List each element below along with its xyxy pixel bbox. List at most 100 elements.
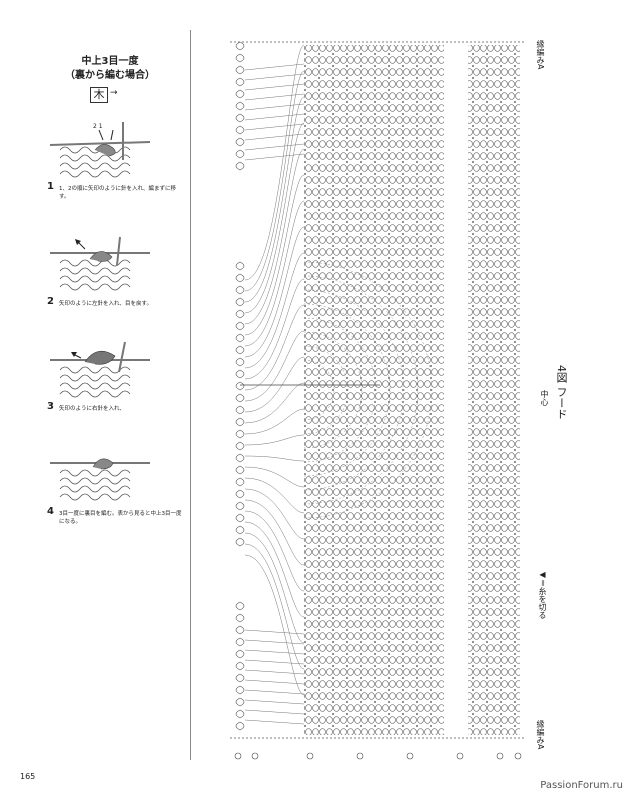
step-3: 3 矢印のように右針を入れ、 (45, 340, 185, 413)
fan-line-4 (244, 148, 305, 325)
edge-cluster-1 (235, 261, 245, 547)
fan-line-8 (244, 252, 305, 369)
top-fan-line-2 (244, 83, 305, 91)
arrow-right-icon: → (110, 88, 118, 98)
fan-line-11 (244, 330, 305, 402)
top-fan-line-4 (244, 103, 305, 111)
step-2-number: 2 (47, 296, 54, 307)
step-2-illustration (50, 236, 150, 291)
step-3-caption: 3 矢印のように右針を入れ、 (45, 401, 185, 413)
step-2-text: 矢印のように左針を入れ、目を戻す。 (59, 301, 153, 307)
step-4: 4 3目一度に裏目を編む。表から見ると中上3目一度になる。 (45, 445, 185, 526)
fan-line-0 (244, 44, 305, 281)
fan-line-6 (244, 200, 305, 347)
fan-line-16 (244, 455, 305, 462)
watermark: PassionForum.ru (540, 780, 623, 791)
bottom-fan-line-8 (244, 709, 305, 715)
step-1-caption: 1 1、2の順に矢印のように針を入れ、編まずに移す。 (45, 181, 185, 201)
fan-line-19 (244, 488, 305, 540)
fan-line-23 (244, 532, 305, 644)
step-1-number: 1 (47, 181, 54, 192)
mesh-panel-border (468, 45, 520, 735)
step-4-caption: 4 3目一度に裏目を編む。表から見ると中上3目一度になる。 (45, 506, 185, 526)
step-2-caption: 2 矢印のように左針を入れ、目を戻す。 (45, 296, 185, 308)
step-1: 2 1 1 1、2の順に矢印のように針を入れ、編まずに移す。 (45, 120, 185, 201)
step-3-text: 矢印のように右針を入れ、 (59, 406, 126, 412)
page-number: 165 (20, 772, 36, 781)
fan-line-7 (244, 226, 305, 358)
center-arc-6 (303, 275, 419, 505)
technique-panel: 中上3目一度 （裏から編む場合） 木 → (40, 55, 180, 105)
bottom-fan-line-2 (244, 649, 305, 655)
bottom-fan-line-5 (244, 679, 305, 685)
top-fan-line-8 (244, 143, 305, 151)
technique-title-line2: （裏から編む場合） (65, 70, 155, 81)
bottom-fan-line-3 (244, 659, 305, 665)
step-4-illustration (50, 458, 150, 501)
fan-line-14 (244, 408, 305, 435)
step-2: 2 矢印のように左針を入れ、目を戻す。 (45, 235, 185, 308)
fan-line-18 (244, 477, 305, 514)
bottom-marker-5 (456, 752, 464, 760)
bottom-fan-line-6 (244, 689, 305, 695)
center-arc-7 (303, 261, 433, 519)
technique-title-line1: 中上3目一度 (81, 56, 139, 67)
fan-line-2 (244, 96, 305, 303)
edge-cluster-2 (235, 601, 245, 731)
border-label-bottom: 縁編みA (536, 720, 545, 750)
bottom-marker-0 (234, 752, 242, 760)
column-divider (190, 30, 191, 760)
bottom-marker-4 (406, 752, 414, 760)
center-arc-0 (303, 359, 335, 421)
chart-body (230, 41, 525, 760)
bottom-marker-3 (356, 752, 364, 760)
fan-line-1 (244, 70, 305, 292)
step-1-illustration: 2 1 (49, 122, 151, 178)
center-mark: 中心 (540, 390, 549, 406)
step-1-text: 1、2の順に矢印のように針を入れ、編まずに移す。 (59, 186, 177, 200)
bottom-marker-7 (514, 752, 522, 760)
bottom-fan-line-4 (244, 669, 305, 675)
fan-line-3 (244, 122, 305, 314)
edge-cluster-0 (235, 41, 245, 171)
cut-thread-note: ◀＝糸を切る (538, 570, 547, 619)
fan-line-20 (244, 499, 305, 566)
step-3-illustration (50, 341, 150, 398)
center-arc-1 (303, 345, 349, 435)
bottom-fan-line-7 (244, 699, 305, 705)
step-3-number: 3 (47, 401, 54, 412)
center-arc-4 (303, 303, 391, 477)
bottom-marker-2 (306, 752, 314, 760)
bottom-marker-6 (496, 752, 504, 760)
top-fan-line-1 (244, 73, 305, 81)
fan-line-13 (244, 382, 305, 424)
top-fan-line-7 (244, 133, 305, 141)
bottom-fan-line-1 (244, 639, 305, 645)
fan-line-21 (244, 510, 305, 592)
center-arc-3 (303, 317, 377, 463)
top-fan-line-0 (244, 63, 305, 71)
fan-line-24 (244, 543, 305, 670)
step-4-number: 4 (47, 506, 54, 517)
fan-line-5 (244, 174, 305, 336)
fan-line-15 (244, 434, 305, 446)
fan-line-22 (244, 521, 305, 618)
top-fan-line-6 (244, 123, 305, 131)
stitch-symbol: 木 → (90, 87, 130, 105)
technique-title: 中上3目一度 （裏から編む場合） (40, 55, 180, 83)
stitch-symbol-glyph: 木 (90, 87, 108, 103)
chart-title: 4図 フード (555, 365, 568, 420)
fan-line-12 (244, 356, 305, 413)
svg-text:2 1: 2 1 (93, 123, 103, 130)
bottom-marker-1 (251, 752, 259, 760)
crochet-chart (230, 41, 525, 760)
fan-line-25 (244, 554, 305, 696)
mesh-panel-main (304, 45, 444, 735)
border-label-top: 縁編みA (536, 40, 545, 70)
top-fan-line-3 (244, 93, 305, 101)
center-arc-5 (303, 289, 405, 491)
fan-line-17 (244, 466, 305, 488)
step-4-text: 3目一度に裏目を編む。表から見ると中上3目一度になる。 (59, 511, 182, 525)
bottom-fan-line-0 (244, 629, 305, 635)
top-fan-line-9 (244, 153, 305, 161)
